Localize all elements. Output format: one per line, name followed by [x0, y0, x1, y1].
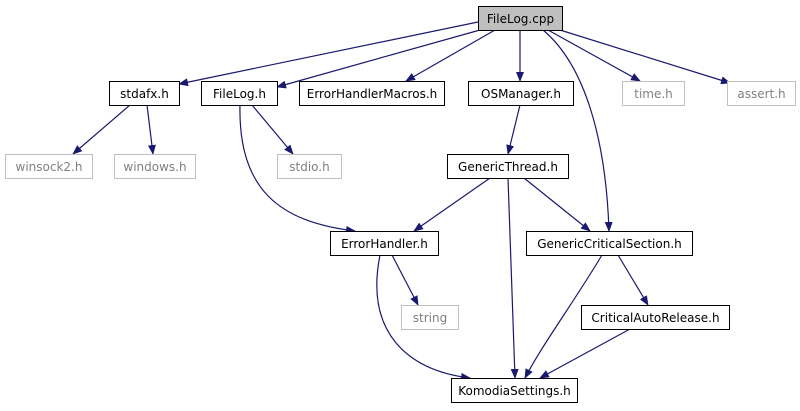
node-box	[526, 231, 693, 256]
node-label: KomodiaSettings.h	[458, 384, 571, 398]
edge-stdafx-h-to-windows-h	[146, 104, 156, 155]
node-label: CriticalAutoRelease.h	[591, 311, 719, 325]
node-genericthread-h[interactable]: GenericThread.h	[447, 154, 569, 179]
node-label: FileLog.h	[213, 87, 266, 101]
edge-errorhandler-h-to-komodiasettings-h	[376, 254, 471, 381]
edge-filelog-cpp-to-stdafx-h	[178, 21, 479, 87]
node-box	[468, 81, 574, 106]
edge-filelog-cpp-to-filelog-h	[276, 29, 481, 89]
edge-filelog-h-to-stdio-h	[251, 104, 294, 155]
node-label: ErrorHandlerMacros.h	[307, 87, 438, 101]
node-genericcriticalsection-h[interactable]: GenericCriticalSection.h	[526, 231, 693, 256]
edge-errorhandler-h-to-string	[391, 254, 419, 306]
node-box	[109, 81, 180, 106]
edge-genericcriticalsection-h-to-criticalautorelease-h	[617, 254, 649, 306]
node-osmanager-h[interactable]: OSManager.h	[468, 81, 574, 106]
node-string[interactable]: string	[401, 305, 459, 330]
edge-filelog-cpp-to-time-h	[547, 29, 641, 82]
node-label: OSManager.h	[481, 87, 561, 101]
edge-filelog-cpp-to-genericcriticalsection-h	[542, 29, 613, 232]
node-label: GenericThread.h	[458, 160, 558, 174]
node-komodiasettings-h[interactable]: KomodiaSettings.h	[451, 378, 578, 403]
edge-layer	[72, 21, 731, 381]
edge-filelog-h-to-errorhandler-h	[239, 104, 356, 234]
edge-criticalautorelease-h-to-komodiasettings-h	[539, 328, 631, 379]
node-label: GenericCriticalSection.h	[537, 237, 682, 251]
node-box	[478, 6, 563, 31]
node-winsock2-h[interactable]: winsock2.h	[5, 154, 93, 179]
node-box	[401, 305, 459, 330]
node-windows-h[interactable]: windows.h	[114, 154, 196, 179]
node-criticalautorelease-h[interactable]: CriticalAutoRelease.h	[581, 305, 730, 330]
node-stdio-h[interactable]: stdio.h	[277, 154, 342, 179]
node-box	[201, 81, 278, 106]
node-label: assert.h	[737, 87, 785, 101]
node-errorhandlermacros-h[interactable]: ErrorHandlerMacros.h	[299, 81, 445, 106]
node-box	[5, 154, 93, 179]
edge-stdafx-h-to-winsock2-h	[72, 104, 131, 155]
node-box	[330, 231, 439, 256]
edge-genericthread-h-to-errorhandler-h	[413, 177, 491, 232]
edge-filelog-cpp-to-errorhandlermacros-h	[405, 29, 496, 82]
node-box	[277, 154, 342, 179]
node-time-h[interactable]: time.h	[622, 81, 685, 106]
node-label: string	[413, 311, 447, 325]
node-label: ErrorHandler.h	[341, 237, 428, 251]
edge-genericthread-h-to-komodiasettings-h	[507, 177, 519, 379]
edge-osmanager-h-to-genericthread-h	[506, 104, 521, 155]
node-filelog-cpp[interactable]: FileLog.cpp	[478, 6, 563, 31]
node-stdafx-h[interactable]: stdafx.h	[109, 81, 180, 106]
node-label: time.h	[634, 87, 673, 101]
node-filelog-h[interactable]: FileLog.h	[201, 81, 278, 106]
edge-genericcriticalsection-h-to-komodiasettings-h	[524, 254, 603, 379]
node-assert-h[interactable]: assert.h	[727, 81, 796, 106]
node-box	[114, 154, 196, 179]
node-box	[299, 81, 445, 106]
node-box	[447, 154, 569, 179]
node-label: FileLog.cpp	[487, 12, 554, 26]
node-box	[727, 81, 796, 106]
node-label: winsock2.h	[16, 160, 83, 174]
node-box	[451, 378, 578, 403]
edge-genericthread-h-to-genericcriticalsection-h	[523, 177, 591, 232]
node-label: stdio.h	[289, 160, 329, 174]
node-box	[622, 81, 685, 106]
edge-filelog-cpp-to-assert-h	[559, 29, 731, 85]
node-errorhandler-h[interactable]: ErrorHandler.h	[330, 231, 439, 256]
node-label: stdafx.h	[120, 87, 169, 101]
node-box	[581, 305, 730, 330]
node-label: windows.h	[123, 160, 186, 174]
